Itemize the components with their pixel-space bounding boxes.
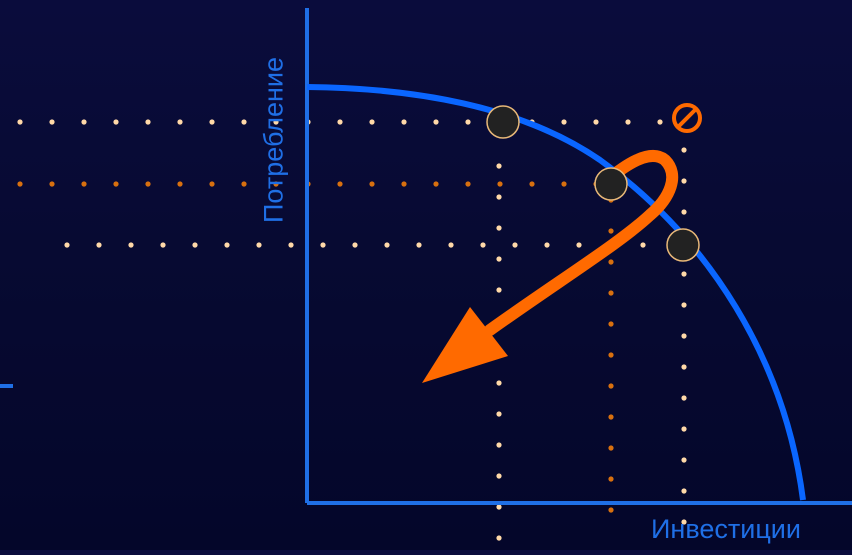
guide-dot	[608, 228, 614, 234]
guide-dot	[433, 181, 439, 187]
guide-dot	[177, 119, 183, 125]
guide-dot	[681, 271, 687, 277]
guide-dot	[681, 364, 687, 370]
guide-dot	[128, 242, 134, 248]
guide-dot	[160, 242, 166, 248]
guide-dot	[681, 519, 687, 525]
guide-dot	[49, 119, 55, 125]
guide-dot	[96, 242, 102, 248]
guide-dot	[625, 119, 631, 125]
guide-dot	[401, 119, 407, 125]
guide-dot	[401, 181, 407, 187]
guide-dot	[608, 383, 614, 389]
y-axis-label: Потребление	[258, 57, 289, 223]
guide-dot	[465, 119, 471, 125]
guide-dot	[512, 242, 518, 248]
guide-dot	[496, 535, 502, 541]
guide-dot	[608, 352, 614, 358]
guide-dot	[369, 119, 375, 125]
guide-dot	[433, 119, 439, 125]
guide-dot	[465, 181, 471, 187]
guide-dot	[273, 181, 279, 187]
guide-dot	[681, 302, 687, 308]
guide-dot	[320, 242, 326, 248]
guide-dot	[681, 426, 687, 432]
guide-dot	[81, 119, 87, 125]
shift-arrow-line	[484, 150, 679, 336]
guide-dot	[81, 181, 87, 187]
guide-dot	[608, 259, 614, 265]
guide-dot	[681, 147, 687, 153]
guide-dot	[209, 119, 215, 125]
guide-dot	[384, 242, 390, 248]
guide-dot	[608, 476, 614, 482]
guide-dot	[496, 504, 502, 510]
guide-dot	[496, 256, 502, 262]
guide-dot	[593, 119, 599, 125]
guide-dot	[561, 119, 567, 125]
guide-dot	[640, 242, 646, 248]
guide-dot	[608, 321, 614, 327]
guide-dot	[561, 181, 567, 187]
guide-dot	[49, 181, 55, 187]
guide-dot	[352, 242, 358, 248]
guide-dot	[681, 457, 687, 463]
guide-dot	[241, 119, 247, 125]
guide-dot	[681, 395, 687, 401]
x-axis-label: Инвестиции	[651, 514, 801, 544]
guide-dot	[369, 181, 375, 187]
guide-dot	[209, 181, 215, 187]
point-b	[594, 167, 628, 201]
guide-dot	[145, 119, 151, 125]
guide-dot	[480, 242, 486, 248]
guide-dot	[529, 181, 535, 187]
guide-dot	[17, 181, 23, 187]
guide-dot	[681, 178, 687, 184]
guide-dot	[496, 380, 502, 386]
guide-dot	[337, 119, 343, 125]
guide-dot	[241, 181, 247, 187]
guide-dot	[192, 242, 198, 248]
guide-dot	[496, 194, 502, 200]
guide-dot	[496, 442, 502, 448]
point-c	[666, 228, 700, 262]
guide-dot	[657, 119, 663, 125]
guide-dot	[608, 445, 614, 451]
guide-dot	[273, 119, 279, 125]
guide-dot	[224, 242, 230, 248]
guide-dot	[113, 119, 119, 125]
guide-dot	[496, 287, 502, 293]
guide-dot	[681, 333, 687, 339]
guide-dot	[256, 242, 262, 248]
guide-dot	[145, 181, 151, 187]
guide-dot	[496, 225, 502, 231]
guide-dot	[497, 181, 503, 187]
guide-dot	[113, 181, 119, 187]
guide-dot	[608, 414, 614, 420]
guide-dot	[64, 242, 70, 248]
point-a	[486, 105, 520, 139]
guide-dot	[681, 209, 687, 215]
guide-dot	[496, 411, 502, 417]
guide-dot	[177, 181, 183, 187]
guide-dot	[17, 119, 23, 125]
arrow-head	[422, 307, 508, 383]
guide-dot	[448, 242, 454, 248]
guide-dot	[496, 473, 502, 479]
production-possibility-curve	[306, 84, 806, 501]
guide-dot	[544, 242, 550, 248]
prohibited-icon	[672, 103, 702, 133]
guide-dot	[608, 507, 614, 513]
guide-dot	[576, 242, 582, 248]
guide-dot	[496, 163, 502, 169]
guide-dot	[337, 181, 343, 187]
guide-dot	[681, 488, 687, 494]
guide-dot	[288, 242, 294, 248]
guide-dot	[608, 290, 614, 296]
guide-dots	[17, 119, 687, 541]
guide-dot	[416, 242, 422, 248]
